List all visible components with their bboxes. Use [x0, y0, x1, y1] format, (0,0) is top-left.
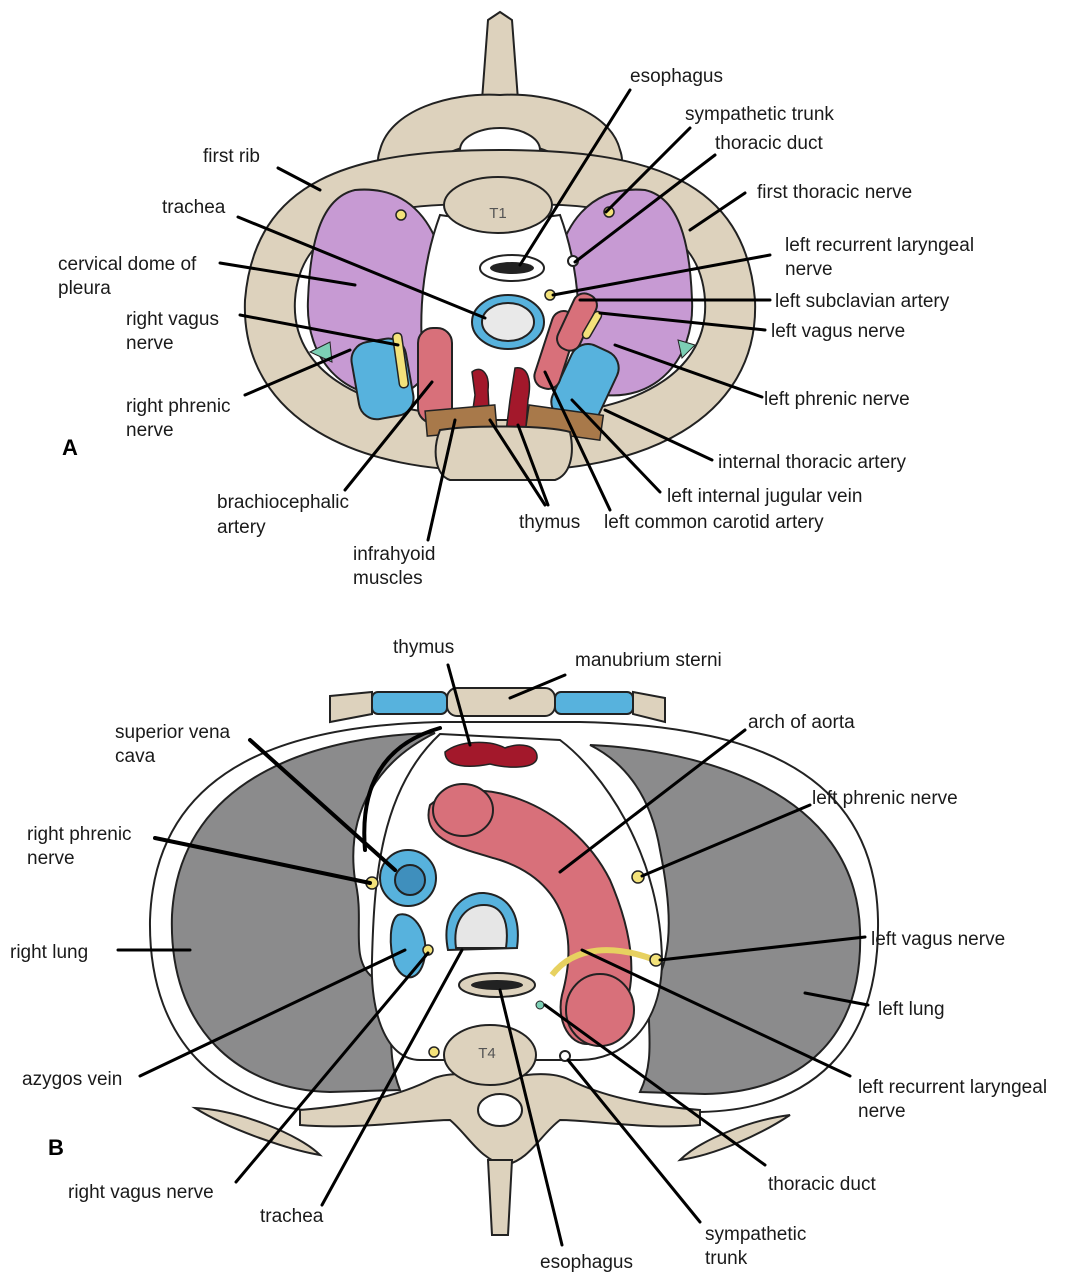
label-a-esophagus: esophagus — [630, 66, 723, 87]
label-a-left-phrenic: left phrenic nerve — [764, 389, 910, 410]
label-b-sympathetic-2: trunk — [705, 1248, 748, 1269]
label-a-first-rib: first rib — [203, 146, 260, 167]
label-a-right-phrenic-1: right phrenic — [126, 396, 231, 417]
label-b-right-vagus: right vagus nerve — [68, 1182, 214, 1203]
label-a-infrahyoid-1: infrahyoid — [353, 544, 435, 565]
label-a-trachea: trachea — [162, 197, 226, 218]
label-a-right-vagus-2: nerve — [126, 333, 174, 354]
label-b-thymus: thymus — [393, 637, 454, 658]
svc-lumen — [395, 865, 425, 895]
label-b-left-recurrent-2: nerve — [858, 1101, 906, 1122]
trachea-a-lumen — [482, 303, 534, 341]
label-b-left-phrenic: left phrenic nerve — [812, 788, 958, 809]
sympathetic-trunk-r — [429, 1047, 439, 1057]
label-a-sympathetic-trunk: sympathetic trunk — [685, 104, 834, 125]
label-b-sympathetic-1: sympathetic — [705, 1224, 806, 1245]
label-b-right-phrenic-2: nerve — [27, 848, 75, 869]
label-b-svc-1: superior vena — [115, 722, 231, 743]
t4-foramen — [478, 1094, 522, 1126]
aorta-descending-end — [566, 974, 634, 1046]
label-a-left-recurrent-2: nerve — [785, 259, 833, 280]
manubrium-a — [436, 426, 572, 480]
label-a-left-vagus: left vagus nerve — [771, 321, 905, 342]
esophagus-a-lumen — [490, 262, 534, 274]
t4-spinous-process — [488, 1160, 512, 1235]
label-a-left-subclavian: left subclavian artery — [775, 291, 950, 312]
sternum-edge-right — [330, 692, 372, 722]
t4-label: T4 — [478, 1045, 496, 1062]
label-b-right-phrenic-1: right phrenic — [27, 824, 132, 845]
t1-spinous-process — [482, 12, 518, 100]
manubrium-sterni-b — [447, 688, 555, 716]
label-b-trachea: trachea — [260, 1206, 324, 1227]
label-a-cervical-dome-1: cervical dome of — [58, 254, 197, 275]
label-b-thoracic-duct: thoracic duct — [768, 1174, 876, 1195]
costal-cartilage-right — [372, 692, 447, 714]
label-b-left-recurrent-1: left recurrent laryngeal — [858, 1077, 1047, 1098]
label-b-arch-of-aorta: arch of aorta — [748, 712, 855, 733]
left-recurrent-b — [536, 1001, 544, 1009]
label-b-esophagus: esophagus — [540, 1252, 633, 1273]
label-a-cervical-dome-2: pleura — [58, 278, 111, 299]
label-b-left-vagus: left vagus nerve — [871, 929, 1005, 950]
label-b-manubrium: manubrium sterni — [575, 650, 722, 671]
thymus-b — [445, 742, 537, 767]
label-a-brachiocephalic-1: brachiocephalic — [217, 492, 349, 513]
esophagus-b-lumen — [471, 980, 523, 990]
label-a-brachiocephalic-2: artery — [217, 517, 266, 538]
sternum-edge-left — [633, 692, 665, 722]
label-a-first-thoracic-nerve: first thoracic nerve — [757, 182, 912, 203]
costal-cartilage-left — [555, 692, 633, 714]
label-a-infrahyoid-2: muscles — [353, 568, 423, 589]
label-b-azygos: azygos vein — [22, 1069, 122, 1090]
label-b-svc-2: cava — [115, 746, 156, 767]
label-a-right-vagus-1: right vagus — [126, 309, 219, 330]
label-a-left-recurrent-1: left recurrent laryngeal — [785, 235, 974, 256]
t1-label: T1 — [489, 205, 507, 222]
label-b-left-lung: left lung — [878, 999, 945, 1020]
label-a-thymus: thymus — [519, 512, 580, 533]
aorta-ascending-end — [433, 784, 493, 836]
label-a-thoracic-duct: thoracic duct — [715, 133, 823, 154]
label-a-internal-thoracic: internal thoracic artery — [718, 452, 906, 473]
label-b-right-lung: right lung — [10, 942, 88, 963]
label-a-left-ijv: left internal jugular vein — [667, 486, 862, 507]
first-thoracic-nerve-r — [396, 210, 406, 220]
label-a-right-phrenic-2: nerve — [126, 420, 174, 441]
panel-a-letter: A — [62, 435, 78, 460]
label-a-left-common-carotid: left common carotid artery — [604, 512, 824, 533]
panel-b-letter: B — [48, 1135, 64, 1160]
